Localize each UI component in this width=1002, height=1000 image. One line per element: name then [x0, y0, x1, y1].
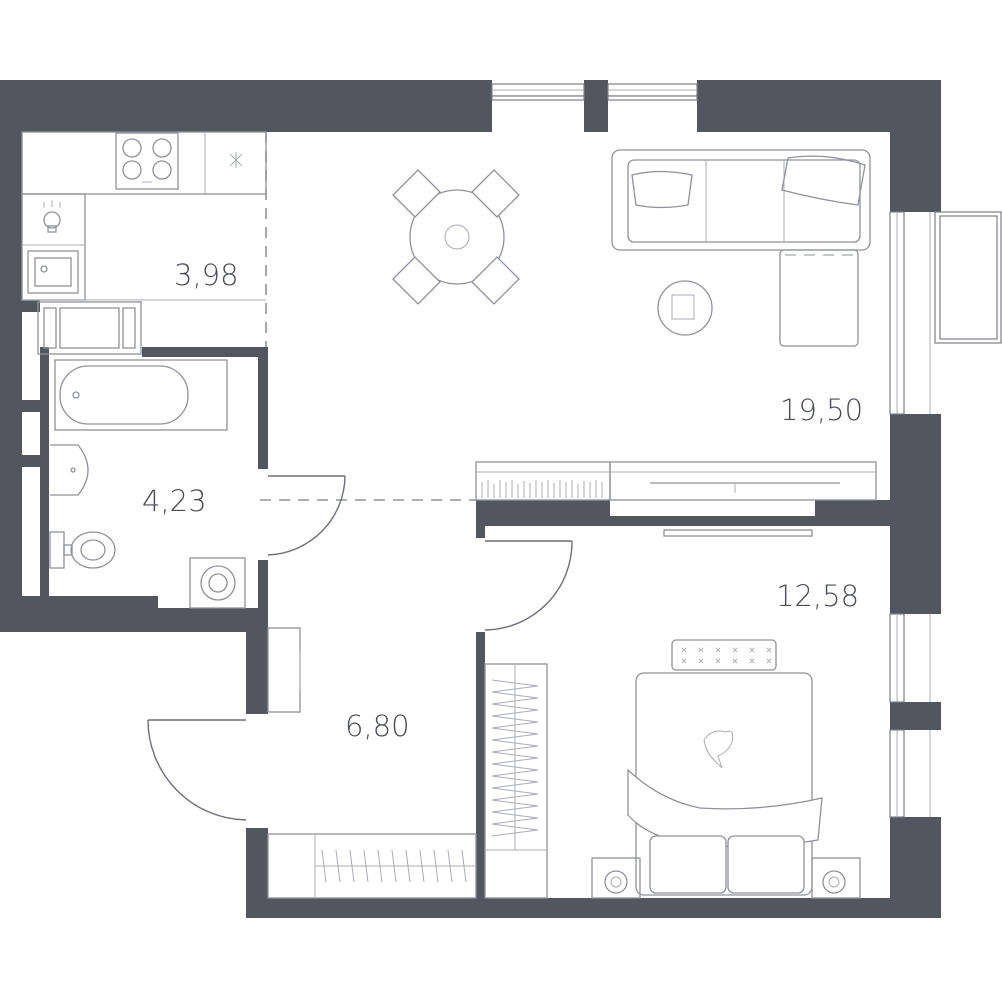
living-room-furniture — [392, 149, 877, 501]
bathtub-icon — [54, 359, 228, 431]
hallway-wardrobe-icon — [267, 833, 477, 899]
area-labels: 3,98 19,50 4,23 6,80 12,58 — [142, 258, 863, 743]
coffee-table-icon — [657, 280, 713, 336]
headboard-icon — [671, 639, 777, 671]
bedroom-wardrobe-icon — [484, 663, 548, 899]
zone-boundaries — [260, 132, 476, 501]
bedroom-door — [484, 540, 573, 631]
washbasin-icon — [50, 444, 89, 496]
window-bedroom-upper — [889, 613, 931, 703]
doors — [147, 475, 573, 821]
kitchen-furniture — [21, 131, 267, 355]
sink-icon — [27, 250, 79, 294]
walls — [0, 80, 941, 918]
bathroom-area-label: 4,23 — [142, 484, 207, 518]
washing-machine-icon — [189, 557, 246, 609]
bedroom-area-label: 12,58 — [776, 579, 859, 613]
window-top-right — [607, 83, 698, 101]
extractor-icon — [229, 152, 243, 168]
toilet-icon — [49, 531, 116, 569]
shoe-rack-icon — [267, 627, 301, 713]
faucet-icon — [43, 200, 61, 233]
kitchen-area-label: 3,98 — [174, 258, 239, 292]
washing-machine-kitchen-icon — [37, 301, 142, 355]
window-living-right — [889, 211, 905, 415]
bathroom-door — [267, 475, 346, 556]
bathroom-furniture — [49, 359, 246, 609]
bed-icon — [627, 672, 823, 896]
tv-stand-icon — [475, 461, 877, 501]
windows — [491, 83, 1002, 818]
sofa-icon — [611, 149, 871, 347]
nightstand-left-icon — [591, 857, 641, 899]
entrance-door — [147, 719, 247, 821]
living-room-area-label: 19,50 — [780, 393, 863, 427]
nightstand-right-icon — [811, 857, 861, 899]
balcony — [929, 211, 1002, 414]
dining-table-icon — [392, 169, 520, 305]
hallway-furniture — [267, 627, 477, 899]
bedroom-furniture — [484, 529, 861, 899]
window-bedroom-lower — [889, 729, 931, 818]
hallway-area-label: 6,80 — [345, 709, 410, 743]
tv-icon — [663, 529, 813, 537]
cooktop-icon — [115, 132, 179, 190]
window-top-left — [491, 83, 585, 101]
